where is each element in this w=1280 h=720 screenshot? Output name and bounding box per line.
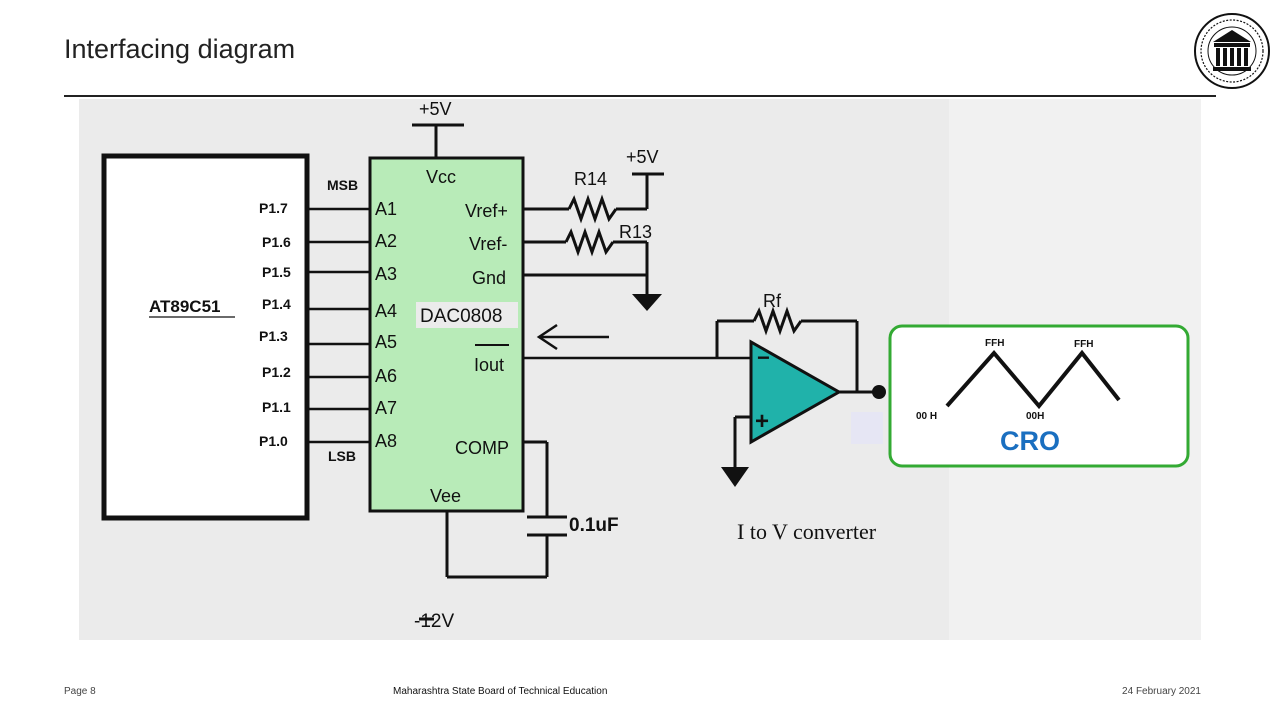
resistor-r13-label: R13 [619, 222, 652, 242]
resistor-r14-label: R14 [574, 169, 607, 189]
microcontroller-block [101, 153, 310, 521]
wave-trough-label: 00H [1026, 411, 1044, 422]
dac-input-pin: A3 [375, 264, 397, 284]
dac-input-pin: A1 [375, 199, 397, 219]
dac-vref-plus-pin: Vref+ [465, 201, 508, 221]
ref-supply-label: +5V [626, 147, 659, 167]
opamp-minus-input: − [757, 345, 770, 370]
msbte-logo [1194, 13, 1270, 89]
page-title: Interfacing diagram [64, 34, 296, 64]
cro-display [888, 324, 1190, 468]
dac-block [368, 156, 525, 513]
dac-input-pin: A7 [375, 398, 397, 418]
dac-vee-pin: Vee [430, 486, 461, 506]
port-pin-label: P1.6 [262, 234, 291, 250]
port-pin-label: P1.4 [262, 296, 291, 312]
opamp-plus-input: + [755, 408, 769, 435]
vee-supply-label: -12V [414, 611, 454, 632]
dac-gnd-pin: Gnd [472, 268, 506, 288]
title-divider [64, 95, 1216, 97]
comp-capacitor-network [419, 440, 567, 621]
port-pin-label: P1.1 [262, 399, 291, 415]
port-pin-label: P1.7 [259, 200, 288, 216]
feedback-resistor-label: Rf [763, 291, 782, 311]
wave-trough-label: 00 H [916, 411, 937, 422]
port-pin-label: P1.3 [259, 328, 288, 344]
footer-organization: Maharashtra State Board of Technical Edu… [393, 686, 608, 697]
faint-box [851, 412, 883, 444]
dac-iout-pin: Iout [474, 355, 504, 375]
footer-date: 24 February 2021 [1122, 686, 1201, 697]
dac-input-pin: A5 [375, 332, 397, 352]
data-bus-wires [307, 207, 370, 444]
dac-name-bg [416, 302, 518, 328]
dac-input-pin: A4 [375, 301, 397, 321]
current-arrow [536, 323, 609, 351]
lsb-label: LSB [328, 448, 356, 464]
dac-vref-minus-pin: Vref- [469, 234, 507, 254]
reference-network [523, 172, 664, 294]
port-pin-label: P1.2 [262, 364, 291, 380]
dac-vcc-pin: Vcc [426, 167, 456, 187]
capacitor-label: 0.1uF [569, 515, 619, 536]
triangular-waveform [945, 349, 1121, 410]
cro-label: CRO [1000, 426, 1060, 456]
msb-label: MSB [327, 177, 358, 193]
port-pin-label: P1.5 [262, 264, 291, 280]
dac-comp-pin: COMP [455, 438, 509, 458]
feedback-network [715, 306, 879, 467]
interfacing-diagram: AT89C51 P1.7 P1.6 P1.5 P1.4 P1.3 P1.2 P1… [79, 99, 1201, 640]
opamp-ground-symbol [721, 467, 749, 487]
port-pin-label: P1.0 [259, 433, 288, 449]
output-node [872, 385, 886, 399]
wave-peak-label: FFH [985, 338, 1004, 349]
footer-page-number: Page 8 [64, 686, 96, 697]
dac-input-pin: A6 [375, 366, 397, 386]
opamp-symbol [749, 339, 843, 445]
wave-peak-label: FFH [1074, 339, 1093, 350]
dac-input-pin: A2 [375, 231, 397, 251]
vcc-supply-label: +5V [419, 99, 452, 119]
vcc-supply [412, 123, 464, 158]
dac-name: DAC0808 [420, 306, 502, 327]
dac-input-pin: A8 [375, 431, 397, 451]
converter-label: I to V converter [737, 519, 877, 544]
microcontroller-name: AT89C51 [149, 297, 221, 316]
ground-symbol [632, 294, 662, 311]
